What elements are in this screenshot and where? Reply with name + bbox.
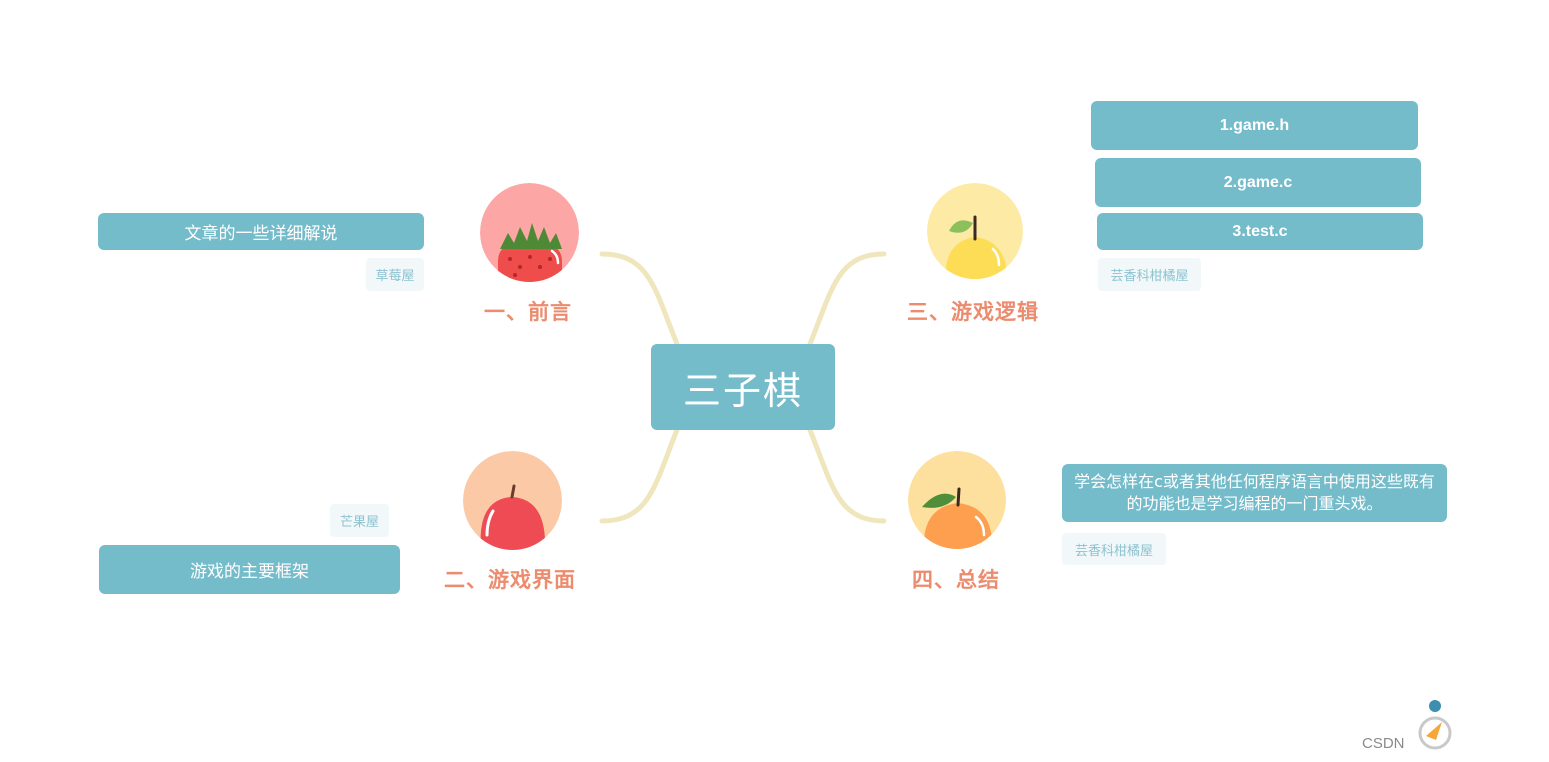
lemon-icon — [927, 183, 1023, 279]
label-interface: 芒果屋 — [330, 504, 389, 537]
file-test-c[interactable]: 3.test.c — [1097, 213, 1423, 250]
connector-summary — [807, 427, 887, 524]
root-node[interactable]: 三子棋 — [651, 344, 835, 430]
label-logic: 芸香科柑橘屋 — [1098, 258, 1201, 291]
label-summary: 芸香科柑橘屋 — [1062, 533, 1166, 565]
subtopic-preface-detail[interactable]: 文章的一些详细解说 — [98, 213, 424, 250]
subtopic-summary-note[interactable]: 学会怎样在c或者其他任何程序语言中使用这些既有的功能也是学习编程的一门重头戏。 — [1062, 464, 1447, 522]
connector-preface — [599, 251, 680, 347]
file-game-c[interactable]: 2.game.c — [1095, 158, 1421, 207]
file-game-h[interactable]: 1.game.h — [1091, 101, 1418, 150]
brand-logo-icon — [1415, 700, 1455, 753]
connector-logic — [807, 251, 887, 347]
topic-summary[interactable]: 四、总结 — [908, 564, 1004, 594]
label-preface: 草莓屋 — [366, 258, 424, 291]
topic-logic[interactable]: 三、游戏逻辑 — [903, 296, 1043, 326]
topic-interface[interactable]: 二、游戏界面 — [440, 564, 580, 594]
connector-interface — [599, 427, 680, 524]
orange-icon — [908, 451, 1006, 549]
root-title: 三子棋 — [682, 368, 803, 413]
apple-icon — [463, 451, 562, 550]
strawberry-icon — [480, 183, 579, 282]
subtopic-interface-framework[interactable]: 游戏的主要框架 — [99, 545, 400, 594]
watermark-csdn: CSDN — [1362, 735, 1405, 752]
watermark-brand: 创新互联 — [1456, 724, 1536, 745]
topic-preface[interactable]: 一、前言 — [480, 296, 576, 326]
